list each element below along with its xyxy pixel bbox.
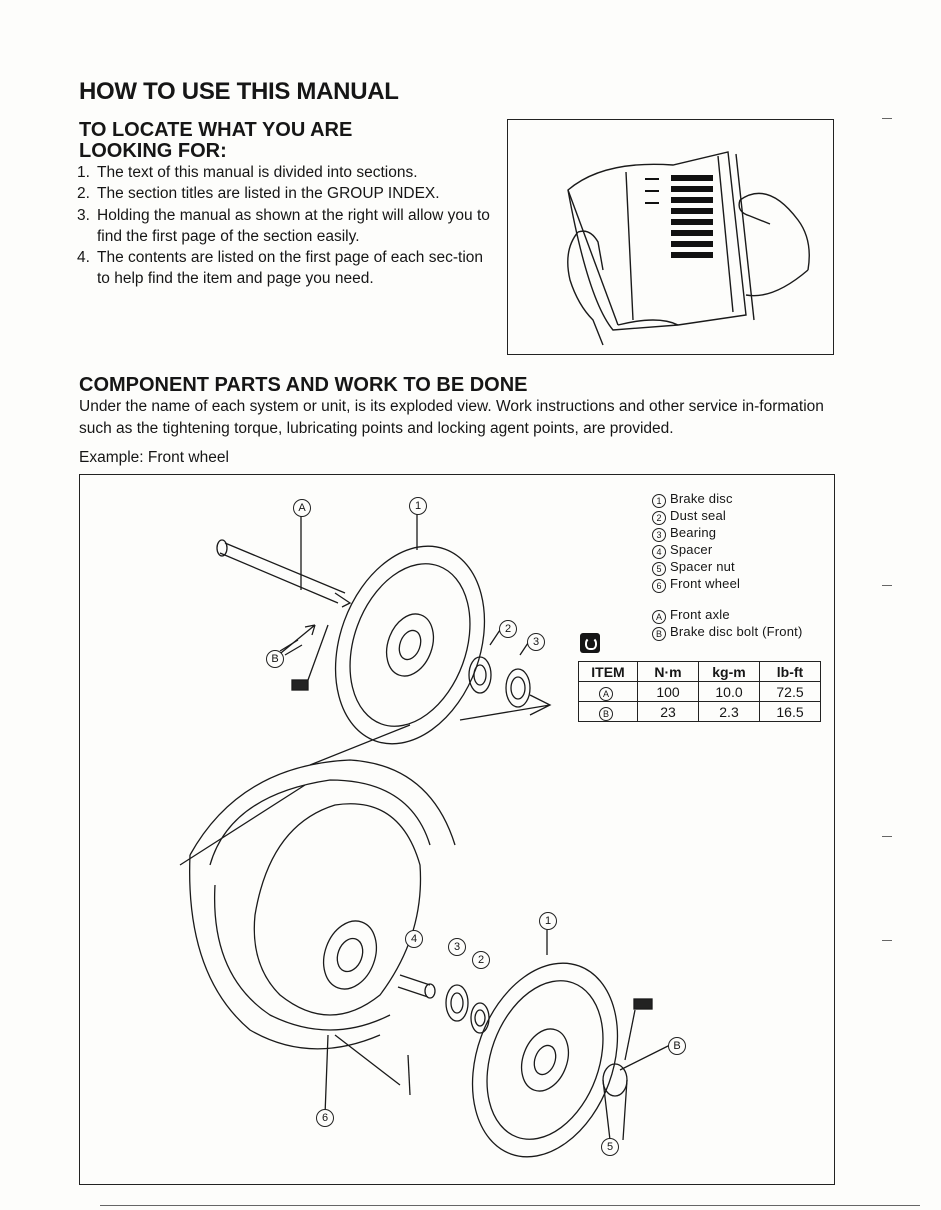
locate-steps-list: 1.The text of this manual is divided int… [77, 162, 497, 290]
callout-5: 5 [601, 1138, 619, 1156]
component-heading: COMPONENT PARTS AND WORK TO BE DONE [79, 374, 528, 396]
column-header: N·m [637, 661, 699, 682]
callout-b-lower: B [668, 1037, 686, 1055]
table-cell: B [578, 701, 638, 722]
callout-6: 6 [316, 1109, 334, 1127]
manual-holding-illustration [507, 119, 834, 355]
example-label: Example: Front wheel [79, 449, 229, 466]
callout-b-upper: B [266, 650, 284, 668]
callout-2-lower: 2 [472, 951, 490, 969]
table-row: A 100 10.0 72.5 [578, 681, 821, 702]
table-cell: 10.0 [698, 681, 760, 702]
table-cell: 72.5 [759, 681, 821, 702]
hands-holding-book-drawing [567, 151, 810, 346]
margin-mark [882, 836, 892, 837]
column-header: ITEM [578, 661, 638, 682]
torque-wrench-icon [580, 633, 600, 653]
column-header: lb-ft [759, 661, 821, 682]
margin-mark [882, 118, 892, 119]
callout-a-upper: A [293, 499, 311, 517]
list-item: 2.The section titles are listed in the G… [77, 185, 440, 203]
callout-3-lower: 3 [448, 938, 466, 956]
column-header: kg-m [698, 661, 760, 682]
table-header-row: ITEM N·m kg-m lb-ft [578, 661, 821, 682]
bottom-edge-line [100, 1205, 920, 1206]
page-title: HOW TO USE THIS MANUAL [79, 78, 399, 105]
margin-mark [882, 585, 892, 586]
table-cell: A [578, 681, 638, 702]
list-item: 1.The text of this manual is divided int… [77, 164, 418, 181]
table-cell: 23 [637, 701, 699, 722]
exploded-diagram-drawing [179, 505, 671, 1158]
locate-heading-line2: LOOKING FOR: [79, 140, 227, 162]
table-cell: 2.3 [698, 701, 760, 722]
table-cell: 100 [637, 681, 699, 702]
margin-mark [882, 940, 892, 941]
table-cell: 16.5 [759, 701, 821, 722]
locate-heading-line1: TO LOCATE WHAT YOU ARE [79, 119, 353, 141]
list-item: 4.The contents are listed on the first p… [77, 249, 484, 288]
callout-2-upper: 2 [499, 620, 517, 638]
callout-3-upper: 3 [527, 633, 545, 651]
locate-heading: TO LOCATE WHAT YOU ARE LOOKING FOR: [79, 120, 352, 162]
component-paragraph: Under the name of each system or unit, i… [79, 398, 824, 437]
callout-1-upper: 1 [409, 497, 427, 515]
table-row: B 23 2.3 16.5 [578, 701, 821, 722]
list-item: 3.Holding the manual as shown at the rig… [77, 206, 490, 245]
callout-4: 4 [405, 930, 423, 948]
callout-1-lower: 1 [539, 912, 557, 930]
torque-table: ITEM N·m kg-m lb-ft A 100 10.0 72.5 B 23… [578, 661, 821, 722]
